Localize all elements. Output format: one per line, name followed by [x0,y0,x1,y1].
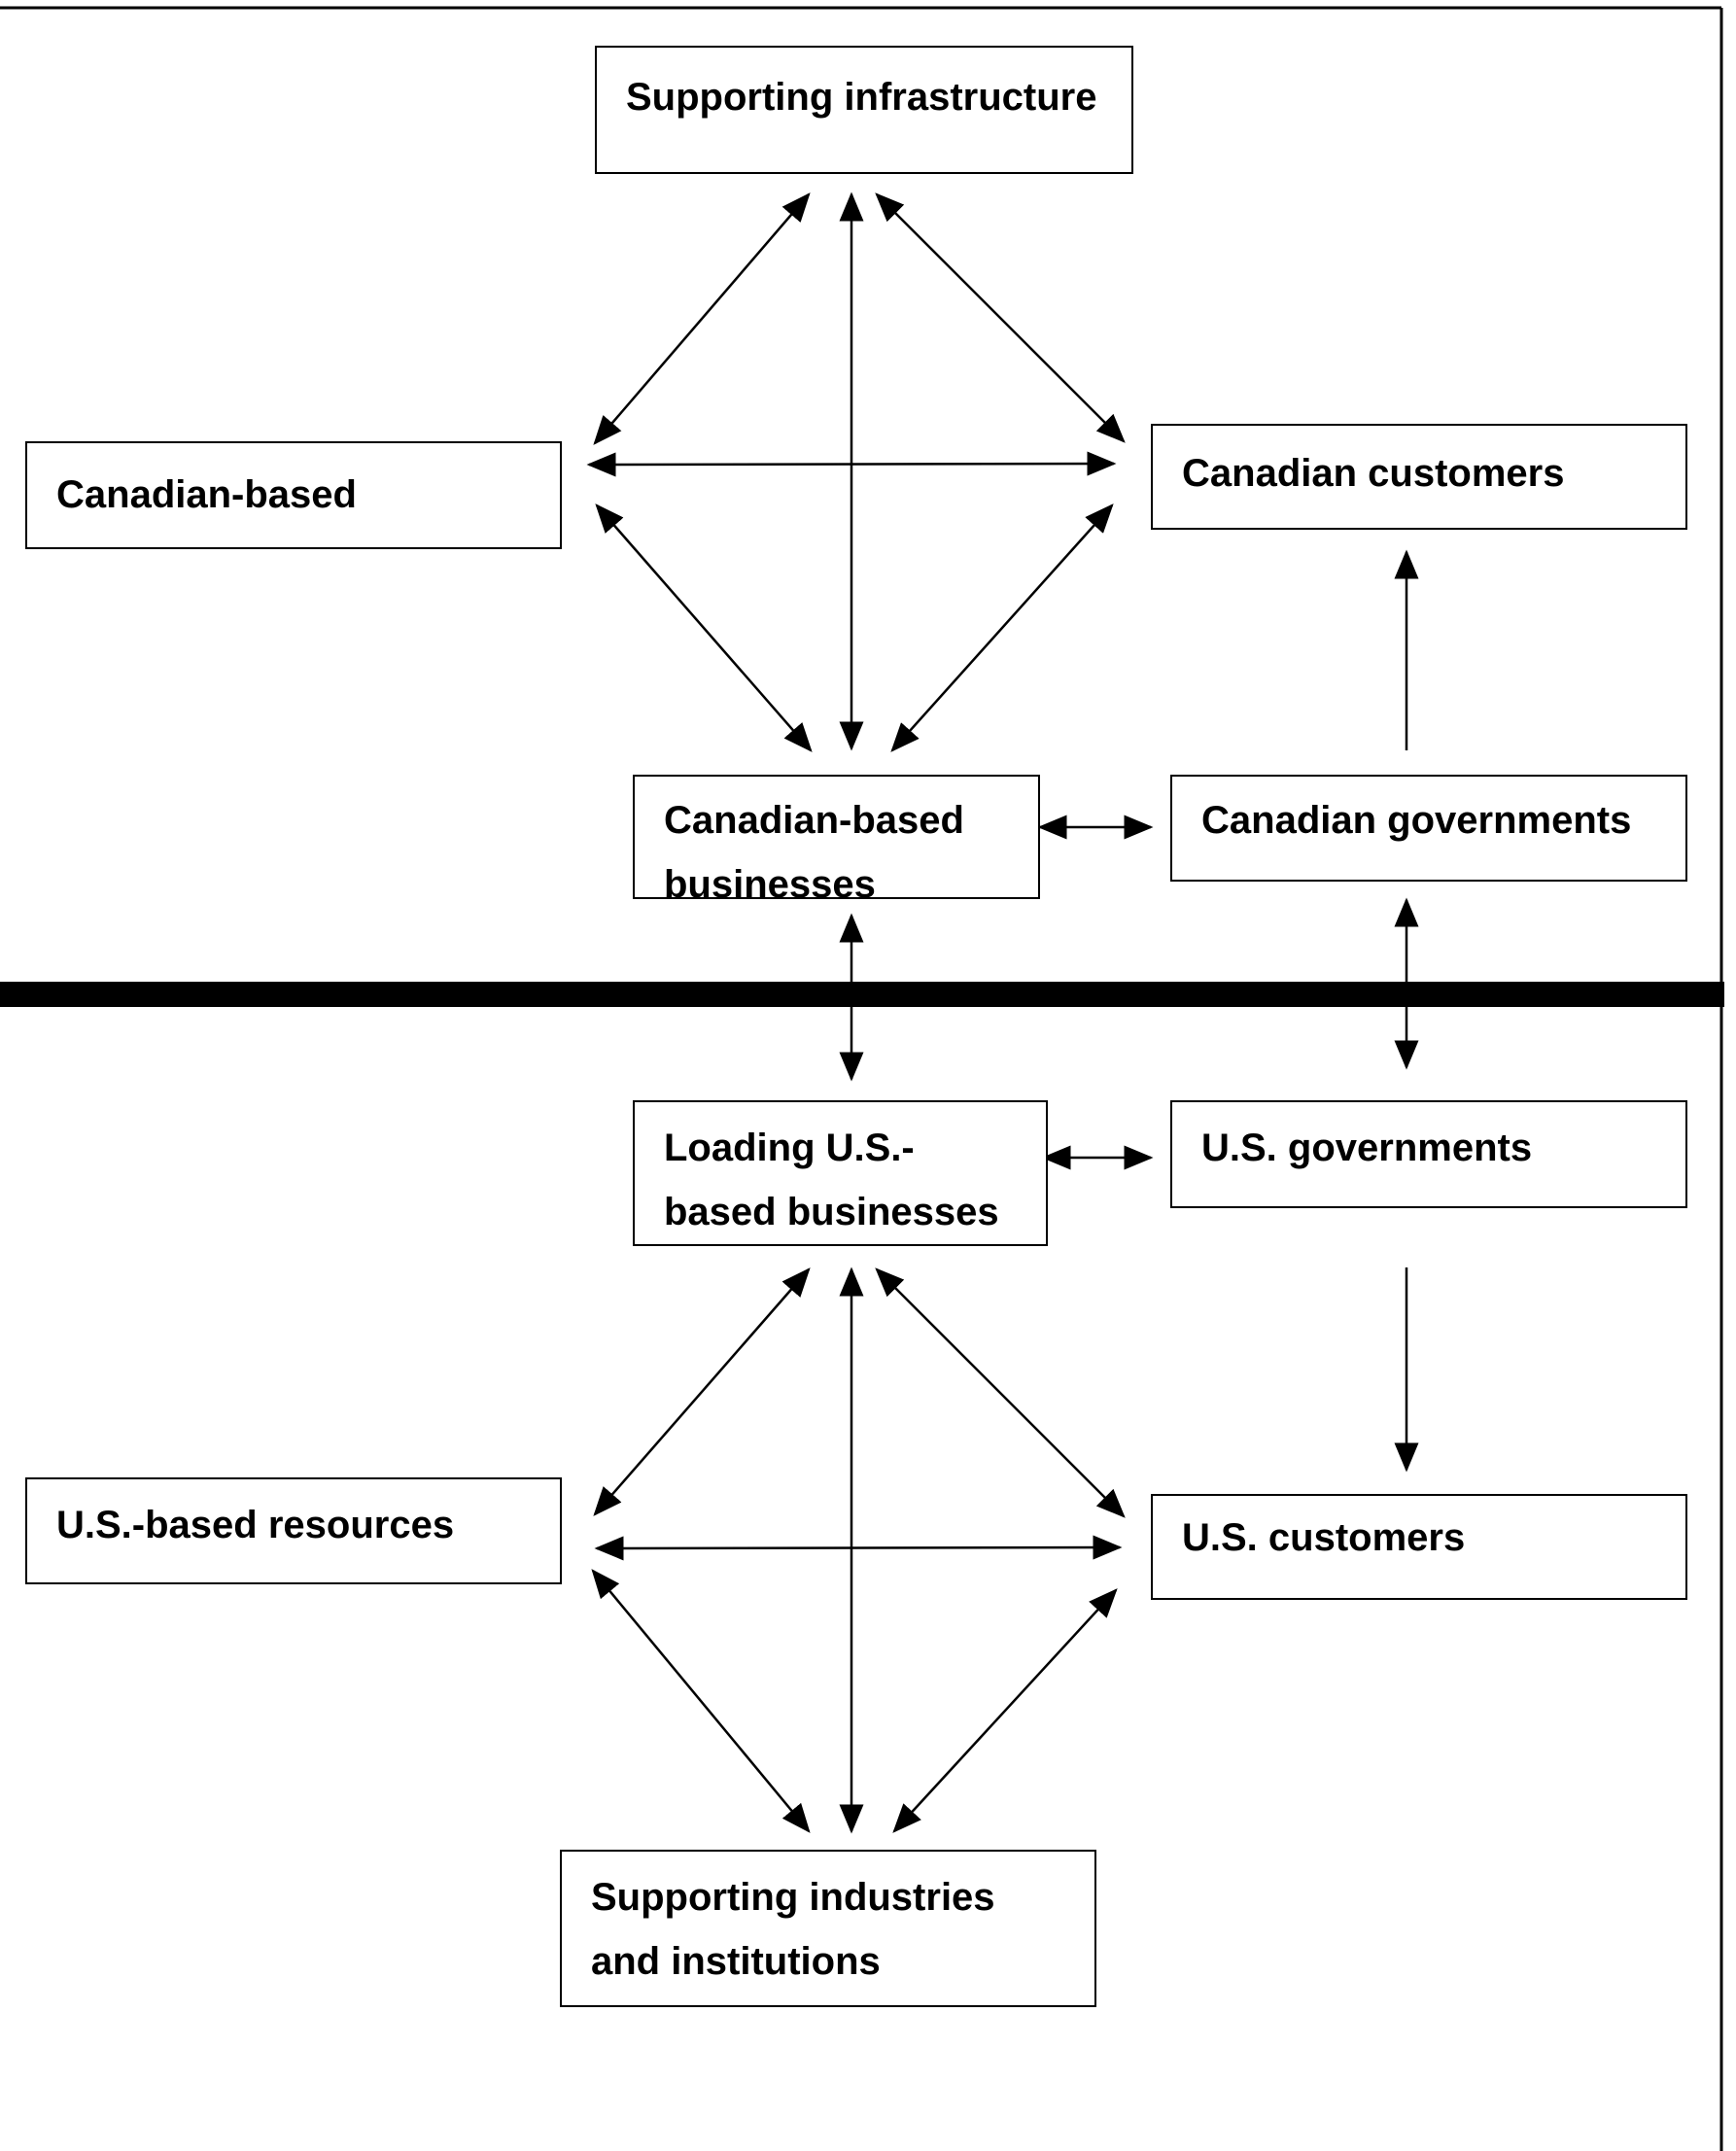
node-canadian-governments: Canadian governments [1170,775,1687,882]
node-label: Canadian-based [56,473,357,516]
node-label: Canadian governments [1201,799,1632,842]
arrow-us-businesses-to-customers [875,1267,1126,1518]
arrow-infra-to-canadian-customers [875,192,1126,443]
node-label: Canadian-based businesses [664,799,964,899]
node-label: U.S. customers [1182,1516,1466,1559]
arrow-canadian-customers-to-businesses [890,503,1114,752]
arrow-us-businesses-to-resources [593,1267,811,1516]
arrow-canadian-based-to-businesses [595,503,813,752]
node-supporting-industries-and-institutions: Supporting industries and institutions [560,1850,1096,2007]
arrow-us-resources-to-customers [594,1535,1123,1561]
node-supporting-infrastructure: Supporting infrastructure [595,46,1133,174]
arrow-us-resources-to-supporting [591,1569,811,1833]
node-label: Supporting industries and institutions [591,1876,995,1983]
node-canadian-based-businesses: Canadian-based businesses [633,775,1040,899]
node-label: U.S. governments [1201,1127,1533,1169]
node-loading-us-based-businesses: Loading U.S.- based businesses [633,1100,1048,1246]
node-label: Loading U.S.- based businesses [664,1127,999,1233]
node-us-based-resources: U.S.-based resources [25,1477,562,1584]
arrow-us-customers-to-supporting [892,1588,1118,1833]
node-label: Canadian customers [1182,452,1565,495]
border-divider [0,982,1724,1007]
node-us-governments: U.S. governments [1170,1100,1687,1208]
node-label: Supporting infrastructure [626,76,1097,119]
node-canadian-customers: Canadian customers [1151,424,1687,530]
arrow-infra-to-canadian-based [593,192,811,445]
node-label: U.S.-based resources [56,1504,455,1546]
arrow-canadian-based-to-customers [586,451,1117,477]
node-us-customers: U.S. customers [1151,1494,1687,1600]
node-canadian-based: Canadian-based [25,441,562,549]
